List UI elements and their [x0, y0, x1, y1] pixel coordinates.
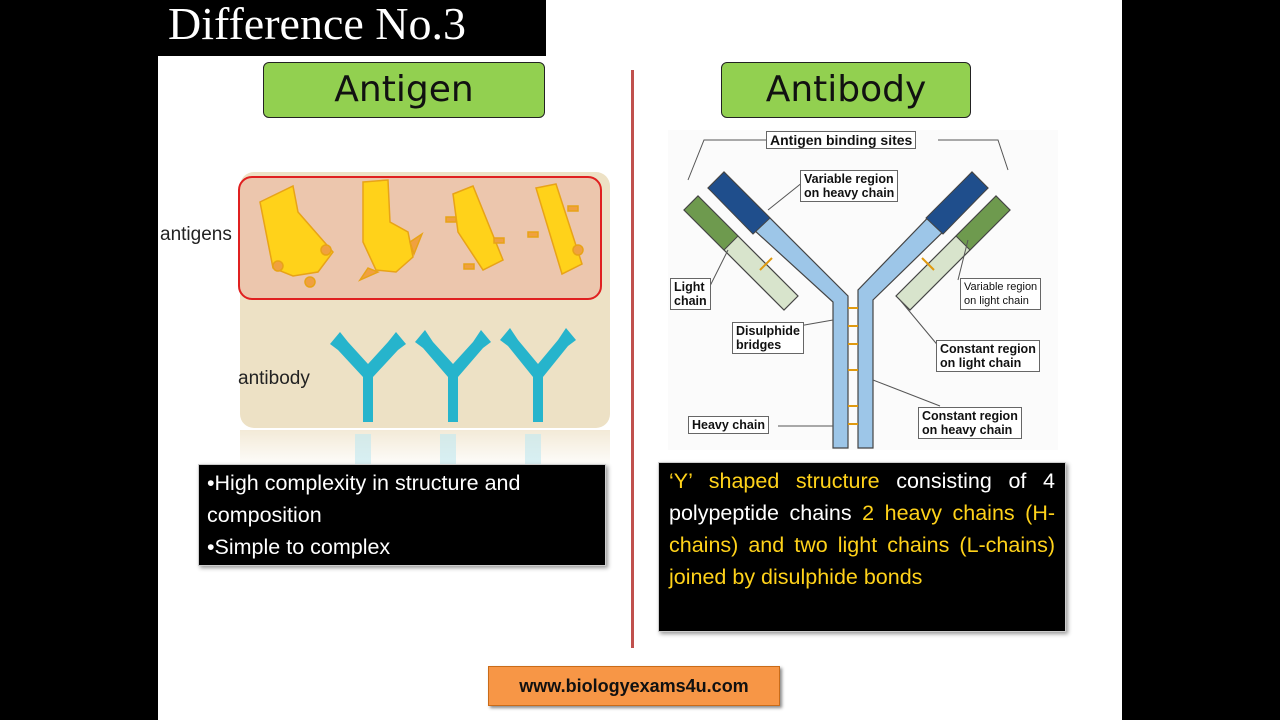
- column-divider: [631, 70, 634, 648]
- antigen-antibody-illustration: [238, 172, 618, 472]
- heavy-chain-label: Heavy chain: [688, 416, 769, 434]
- antibody-label: antibody: [238, 368, 310, 390]
- disulphide-bridges-label: Disulphide bridges: [732, 322, 804, 354]
- antibody-shape: [330, 332, 406, 422]
- antigen-point: •Simple to complex: [207, 531, 597, 563]
- website-url[interactable]: www.biologyexams4u.com: [488, 666, 780, 706]
- constant-heavy-label: Constant region on heavy chain: [918, 407, 1022, 439]
- antigens-label: antigens: [160, 224, 232, 246]
- antibody-description: ‘Y’ shaped structure consisting of 4 pol…: [658, 462, 1066, 632]
- variable-light-label: Variable region on light chain: [960, 278, 1041, 310]
- antigen-shape: [528, 184, 583, 274]
- constant-light-label: Constant region on light chain: [936, 340, 1040, 372]
- y-shape-text: ‘Y’ shaped structure: [669, 469, 880, 493]
- antigen-shape: [260, 186, 333, 287]
- antibody-shape: [500, 328, 576, 422]
- slide-title: Difference No.3: [158, 0, 546, 56]
- antigen-point: •High complexity in structure and compos…: [207, 467, 597, 531]
- slide: Difference No.3 Antigen Antibody: [158, 0, 1122, 720]
- antigen-shape: [360, 180, 422, 280]
- antigen-shape: [446, 186, 504, 270]
- light-chain-label: Light chain: [670, 278, 711, 310]
- antibody-shape: [415, 330, 491, 422]
- antibody-heading: Antibody: [721, 62, 971, 118]
- antigen-heading: Antigen: [263, 62, 545, 118]
- antigen-description: •High complexity in structure and compos…: [198, 464, 606, 566]
- variable-heavy-label: Variable region on heavy chain: [800, 170, 898, 202]
- antigen-binding-sites-label: Antigen binding sites: [766, 131, 916, 149]
